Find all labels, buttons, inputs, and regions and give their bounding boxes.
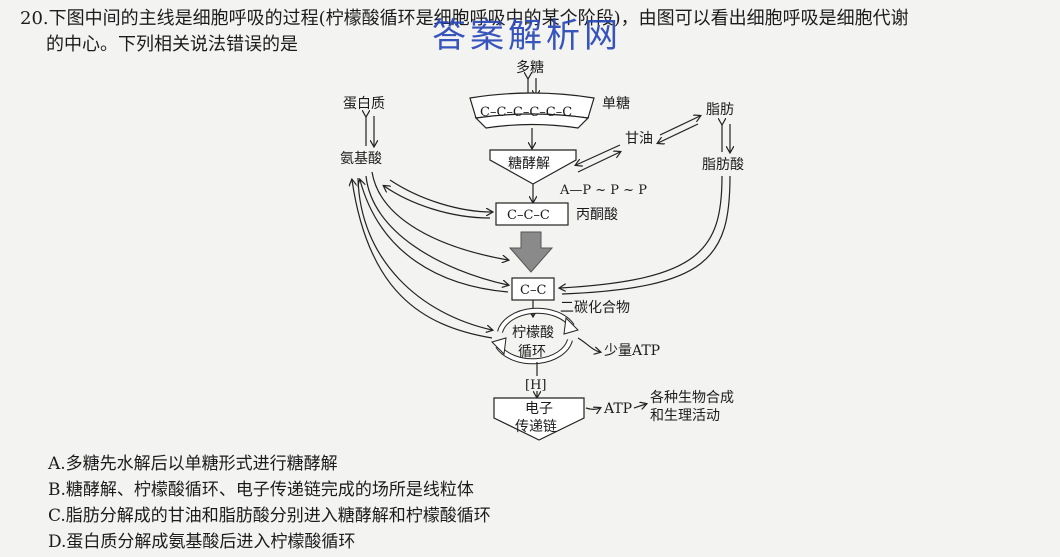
option-a: A.多糖先水解后以单糖形式进行糖酵解 bbox=[48, 454, 338, 474]
arrow-amino-mid bbox=[371, 171, 508, 260]
label-h: [H] bbox=[525, 378, 546, 393]
label-glycerol: 甘油 bbox=[625, 131, 653, 147]
label-citric-cycle-1: 柠檬酸 bbox=[512, 325, 554, 341]
citric-cycle-arrowhead-1 bbox=[563, 316, 579, 335]
arrow-glycerol-fat bbox=[659, 116, 700, 136]
label-protein: 蛋白质 bbox=[343, 96, 385, 112]
arrow-atp-usage bbox=[633, 404, 646, 408]
arrow-glycerol-glycolysis bbox=[576, 144, 621, 165]
arrow-glycolysis-glycerol bbox=[577, 152, 620, 173]
pyruvate-chain: C–C–C bbox=[507, 208, 550, 223]
label-pyruvate: 丙酮酸 bbox=[576, 207, 618, 223]
citric-cycle-arrowhead-2 bbox=[491, 337, 507, 356]
arrow-cycle-atp bbox=[577, 337, 600, 352]
arrow-fattyacid-twocarbon bbox=[560, 175, 723, 288]
label-amino-acid: 氨基酸 bbox=[340, 150, 382, 167]
arrow-fat-glycerol bbox=[658, 123, 699, 143]
label-usage-2: 和生理活动 bbox=[650, 408, 720, 424]
label-polysaccharide: 多糖 bbox=[516, 59, 544, 76]
label-fatty-acid: 脂肪酸 bbox=[702, 157, 744, 173]
arrow-amino-pyruvate bbox=[389, 179, 492, 212]
arrow-etc-atp bbox=[585, 408, 600, 410]
arrow-pyruvate-amino bbox=[384, 186, 491, 219]
watermark: 答案解析网 bbox=[432, 16, 622, 56]
etc-shape bbox=[493, 397, 585, 441]
label-citric-cycle-2: 循环 bbox=[518, 344, 546, 360]
label-glycolysis: 糖酵解 bbox=[508, 156, 550, 172]
arrow-amino-cycle bbox=[357, 177, 492, 330]
label-etc-1: 电子 bbox=[525, 401, 553, 417]
stem-line-2: 的中心。下列相关说法错误的是 bbox=[46, 34, 298, 55]
question-number: 20. bbox=[20, 8, 49, 29]
pyruvate-to-acetyl-arrow bbox=[508, 231, 554, 273]
question-stem: 20.下图中间的主线是细胞呼吸的过程(柠檬酸循环是细胞呼吸中的某个阶段)，由图可… bbox=[20, 6, 1050, 58]
stem-line-1: 20.下图中间的主线是细胞呼吸的过程(柠檬酸循环是细胞呼吸中的某个阶段)，由图可… bbox=[20, 8, 909, 29]
label-usage-1: 各种生物合成 bbox=[650, 390, 734, 406]
arrow-fattyacid-twocarbon-2 bbox=[561, 175, 731, 295]
monosaccharide-banner-lower bbox=[474, 113, 590, 129]
arrow-cycle-amino bbox=[352, 180, 493, 339]
option-b: B.糖酵解、柠檬酸循环、电子传递链完成的场所是线粒体 bbox=[48, 480, 474, 500]
two-carbon-chain: C–C bbox=[520, 283, 546, 298]
arrow-amino-twocarbon bbox=[365, 175, 508, 285]
label-monosaccharide: 单糖 bbox=[602, 96, 630, 112]
option-c: C.脂肪分解成的甘油和脂肪酸分别进入糖酵解和柠檬酸循环 bbox=[48, 506, 491, 526]
monosaccharide-chain: C–C–C–C–C–C bbox=[480, 105, 572, 120]
pyruvate-box bbox=[495, 202, 569, 226]
label-atp-formula: A—P ~ P ~ P bbox=[559, 183, 647, 198]
arrow-twocarbon-amino bbox=[360, 180, 509, 293]
label-atp: ATP bbox=[603, 401, 632, 417]
label-little-atp: 少量ATP bbox=[604, 343, 660, 359]
label-etc-2: 传递链 bbox=[515, 419, 557, 435]
label-two-carbon-compound: 二碳化合物 bbox=[560, 300, 630, 316]
label-fat: 脂肪 bbox=[706, 102, 734, 118]
glycolysis-shape bbox=[489, 149, 577, 185]
option-d: D.蛋白质分解成氨基酸后进入柠檬酸循环 bbox=[48, 532, 356, 552]
